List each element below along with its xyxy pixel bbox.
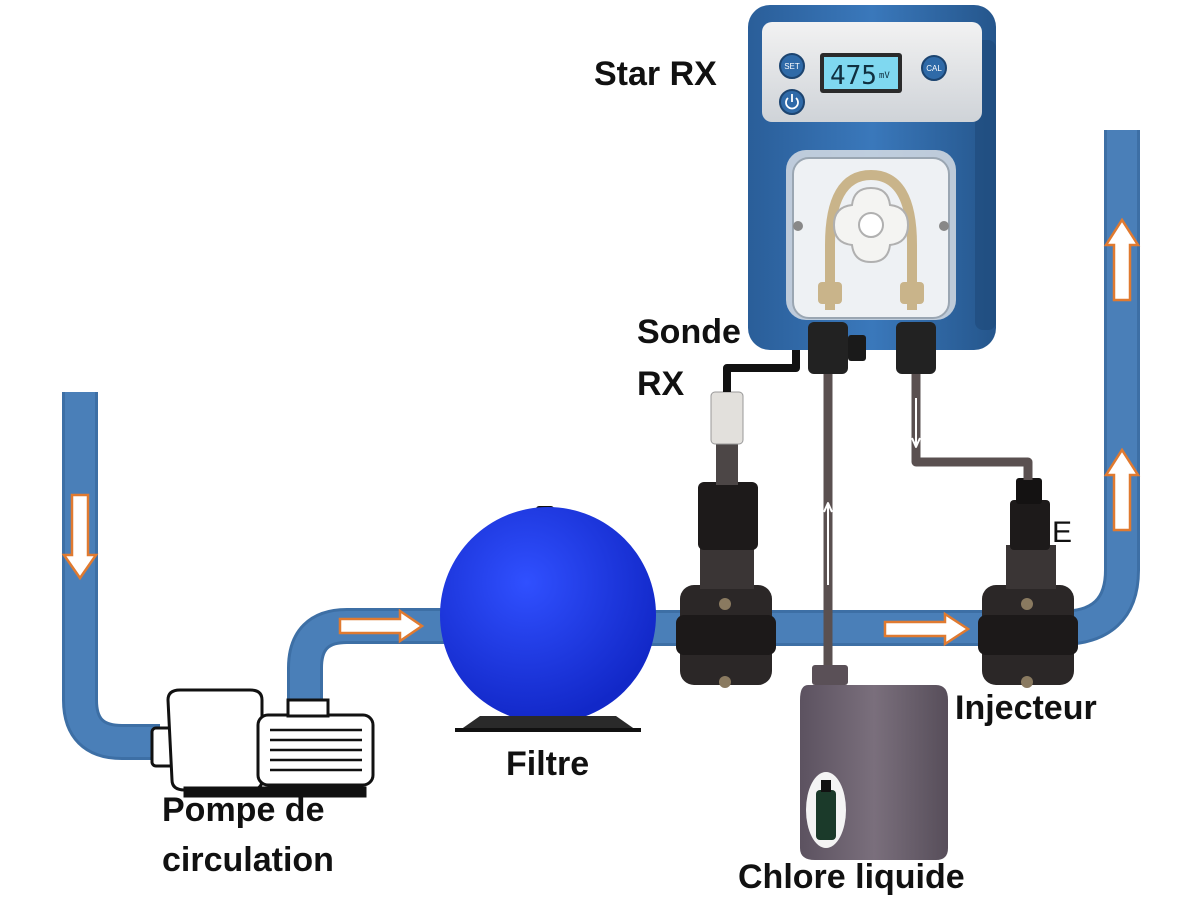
tubing bbox=[723, 335, 1033, 665]
power-button[interactable] bbox=[779, 89, 805, 115]
probe-saddle-band bbox=[676, 615, 776, 655]
chlorine-label: Chlore liquide bbox=[738, 858, 965, 896]
fitting-left bbox=[808, 322, 848, 374]
flow-arrow-icon bbox=[61, 493, 99, 581]
flow-arrow-icon bbox=[823, 502, 833, 585]
probe-saddle-bolt bbox=[719, 676, 731, 688]
fitting-right bbox=[896, 322, 936, 374]
probe-cable bbox=[723, 335, 800, 392]
pump-label-line1: Pompe de bbox=[162, 791, 325, 829]
pump-outlet-nozzle bbox=[286, 698, 330, 718]
canister-bottle-neck bbox=[821, 780, 831, 792]
peristaltic-pump-head bbox=[786, 150, 956, 320]
injector-nozzle bbox=[1016, 478, 1042, 504]
probe-cap bbox=[710, 391, 744, 445]
cal-button-label: CAL bbox=[926, 64, 942, 73]
sand-filter bbox=[440, 506, 656, 732]
controller-fittings bbox=[808, 322, 936, 374]
chlorine-canister bbox=[800, 665, 948, 860]
set-button[interactable]: SET bbox=[779, 53, 805, 79]
rotor-icon bbox=[832, 186, 910, 264]
injector-saddle-bolt bbox=[1021, 598, 1033, 610]
cable-gland bbox=[848, 335, 866, 361]
filter-stand-base bbox=[455, 728, 641, 732]
controller-label: Star RX bbox=[594, 55, 717, 93]
filter-label: Filtre bbox=[506, 745, 590, 783]
tube-clamp-left bbox=[818, 282, 842, 304]
rotor-hub bbox=[858, 212, 884, 238]
injector-label: Injecteur bbox=[955, 689, 1097, 727]
cal-button-face[interactable] bbox=[921, 55, 947, 81]
pump-housing bbox=[166, 688, 264, 792]
probe-label-line1: Sonde bbox=[637, 313, 741, 351]
filter-tank bbox=[440, 507, 656, 723]
probe-nut bbox=[698, 482, 758, 550]
pump-base bbox=[183, 786, 367, 798]
cal-button[interactable]: CAL bbox=[921, 55, 947, 81]
flow-arrows bbox=[61, 217, 1141, 647]
injector-mark: E bbox=[1052, 516, 1072, 549]
canister-bottle bbox=[816, 790, 836, 840]
pump-label-line2: circulation bbox=[162, 841, 334, 879]
probe-saddle-bolt bbox=[719, 598, 731, 610]
flow-arrow-icon bbox=[1103, 217, 1141, 302]
lcd-display: 475 mV bbox=[820, 53, 902, 93]
set-button-face[interactable] bbox=[779, 53, 805, 79]
flow-arrow-icon bbox=[911, 398, 921, 448]
flow-arrow-icon bbox=[338, 608, 425, 644]
power-icon bbox=[785, 94, 799, 110]
circulation-pump bbox=[150, 688, 375, 798]
filter-stand bbox=[460, 716, 636, 730]
flow-arrow-icon bbox=[1103, 447, 1141, 532]
lcd-value: 475 bbox=[830, 61, 877, 91]
inlet-pipe-core bbox=[65, 392, 160, 757]
lcd-screen bbox=[824, 57, 898, 89]
injector bbox=[978, 478, 1078, 688]
probe-label-line2: RX bbox=[637, 365, 685, 403]
injector-saddle-bolt bbox=[1021, 676, 1033, 688]
injector-body bbox=[1010, 500, 1050, 550]
star-rx-controller: 475 mV SET CAL bbox=[748, 5, 996, 374]
probe-body bbox=[716, 440, 738, 485]
canister-cap bbox=[812, 665, 848, 685]
motor-fins bbox=[270, 728, 362, 772]
flow-arrow-icon bbox=[883, 611, 971, 647]
cover-screw bbox=[939, 221, 949, 231]
set-button-label: SET bbox=[784, 62, 800, 71]
pump-tube-loop bbox=[825, 169, 917, 310]
lcd-unit: mV bbox=[879, 71, 890, 81]
injector-saddle-band bbox=[978, 615, 1078, 655]
probe-holder bbox=[676, 391, 776, 688]
pump-to-filter-pipe-core bbox=[290, 611, 445, 702]
cover-screw bbox=[793, 221, 803, 231]
probe-neck bbox=[700, 545, 754, 589]
injector-neck bbox=[1006, 545, 1056, 589]
tube-clamp-right bbox=[900, 282, 924, 304]
